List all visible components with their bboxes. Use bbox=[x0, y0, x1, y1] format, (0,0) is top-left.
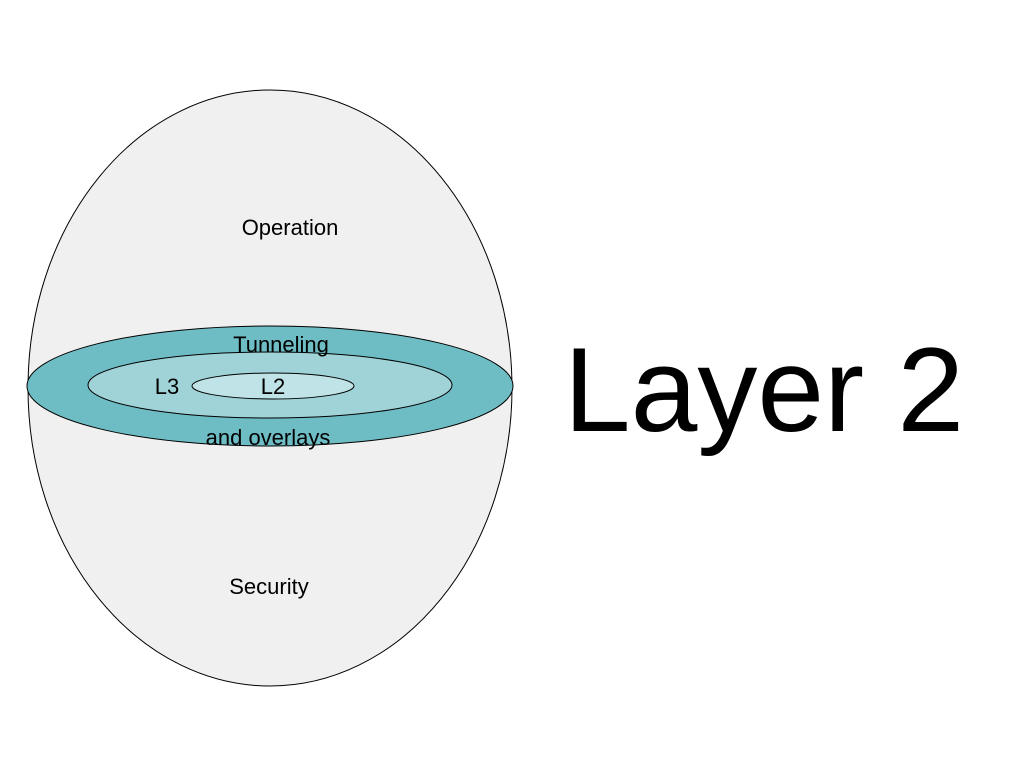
tunneling-label: Tunneling bbox=[233, 332, 329, 357]
operation-label: Operation bbox=[241, 215, 339, 240]
security-label: Security bbox=[229, 574, 309, 599]
l2-ellipse bbox=[191, 372, 355, 400]
overlays-label: and overlays bbox=[205, 425, 331, 450]
slide-title: Layer 2 bbox=[563, 323, 965, 457]
l3-label: L3 bbox=[154, 374, 180, 399]
l2-label: L2 bbox=[260, 374, 286, 399]
